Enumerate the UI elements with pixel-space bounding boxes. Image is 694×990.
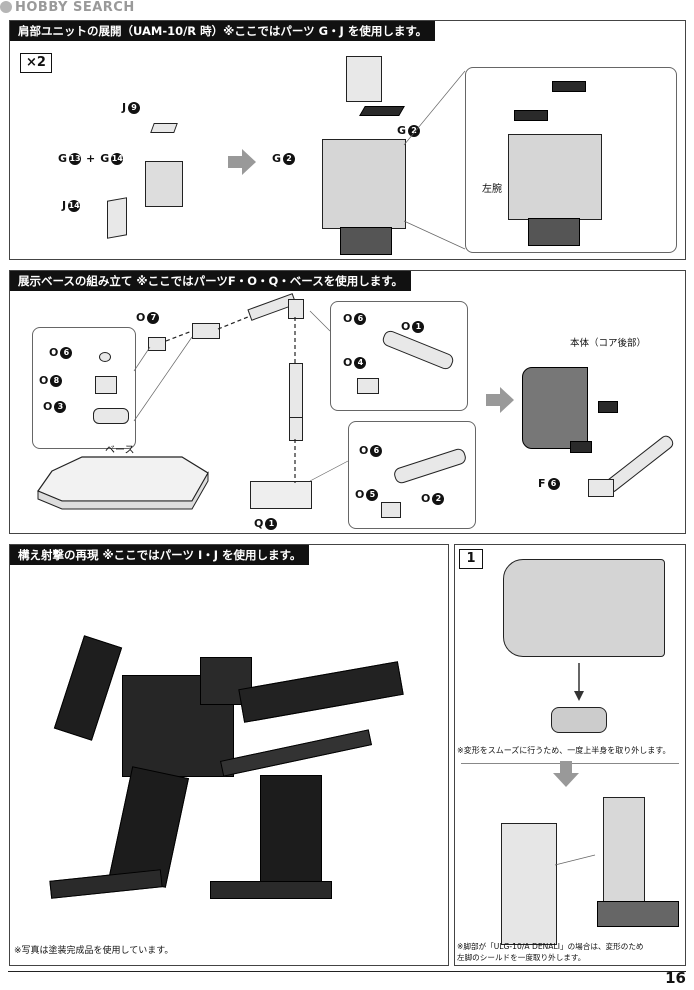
photo-cannon-lower	[219, 729, 373, 777]
pole-joint	[288, 299, 304, 319]
core-body	[522, 367, 588, 449]
watermark: HOBBY SEARCH	[0, 0, 135, 15]
photo-cannon-upper	[238, 661, 404, 723]
part-o1-tube	[380, 328, 456, 372]
step-arrow-icon	[486, 387, 514, 413]
section-step-1: 1 ※変形をスムーズに行うため、一度上半身を取り外します。 ※脚部が「ULG-1…	[454, 544, 686, 966]
remove-arrow-icon	[574, 663, 584, 701]
foot-part	[597, 901, 679, 927]
part-o3	[93, 408, 129, 424]
shield-part	[501, 823, 557, 945]
assembly-guide-lines	[133, 310, 349, 483]
step-arrow-icon	[228, 149, 256, 175]
body-core-label: 本体（コア後部）	[570, 338, 647, 349]
page-number: 16	[665, 969, 686, 987]
detail-box-left-arm: 左腕	[465, 67, 677, 253]
section-shoulder-unit: 肩部ユニットの展開（UAM-10/R 時）※ここではパーツ G・J を使用します…	[9, 20, 686, 260]
part-o5	[381, 502, 401, 518]
base-label: ベース	[105, 445, 135, 456]
completed-model-photo	[10, 545, 448, 965]
note-denali-line1: ※脚部が「ULG-10/A DENALI」の場合は、変形のため	[457, 942, 644, 951]
left-arm-label: 左腕	[482, 184, 502, 195]
photo-torso	[122, 675, 234, 777]
core-part-socket	[570, 441, 592, 453]
detail-assembly-base	[528, 218, 580, 246]
photo-note: ※写真は塗装完成品を使用しています。	[14, 946, 174, 956]
footer-rule	[8, 971, 686, 972]
photo-wing	[53, 635, 123, 741]
photo-foot-right	[210, 881, 332, 899]
part-block-top	[346, 56, 382, 102]
photo-leg-right	[260, 775, 322, 887]
display-base-shape	[37, 456, 209, 510]
section-title: 展示ベースの組み立て ※ここではパーツF・O・Q・ベースを使用します。	[10, 271, 412, 291]
leg-part	[603, 797, 645, 909]
part-o7	[148, 337, 166, 351]
stand-clip	[588, 479, 614, 497]
detail-pointer-lines	[403, 70, 466, 250]
photo-foot-left	[49, 869, 163, 899]
part-o4	[357, 378, 379, 394]
robot-hip-part	[551, 707, 607, 733]
step-down-arrow-icon	[553, 761, 579, 787]
note-remove-upper-body: ※変形をスムーズに行うため、一度上半身を取り外します。	[457, 746, 671, 755]
part-connector	[192, 323, 220, 339]
part-o8	[95, 376, 117, 394]
hobby-search-logo-icon	[0, 1, 12, 13]
base-block-q1	[250, 481, 312, 509]
part-o6-pin	[99, 352, 111, 362]
shoulder-assembly-base	[340, 227, 392, 255]
pointer-line	[554, 854, 596, 866]
shoulder-assembly-mid	[322, 139, 406, 229]
section-title: 構え射撃の再現 ※ここではパーツ I・J を使用します。	[10, 545, 310, 565]
multiplier-badge: ×2	[20, 53, 52, 73]
detail-plate-1	[552, 81, 586, 92]
note-denali-line2: 左脚のシールドを一度取り外します。	[457, 953, 586, 962]
robot-upper-body	[503, 559, 665, 657]
core-part-f6	[598, 401, 618, 413]
detail-plate-2	[514, 110, 548, 121]
step-number-badge: 1	[459, 549, 483, 569]
section-shooting-pose: 構え射撃の再現 ※ここではパーツ I・J を使用します。 ※写真は塗装完成品を使…	[9, 544, 449, 966]
section-title: 肩部ユニットの展開（UAM-10/R 時）※ここではパーツ G・J を使用します…	[10, 21, 436, 41]
part-o2-tube	[392, 446, 468, 486]
part-g13	[145, 161, 183, 207]
pole-lower	[289, 417, 303, 441]
